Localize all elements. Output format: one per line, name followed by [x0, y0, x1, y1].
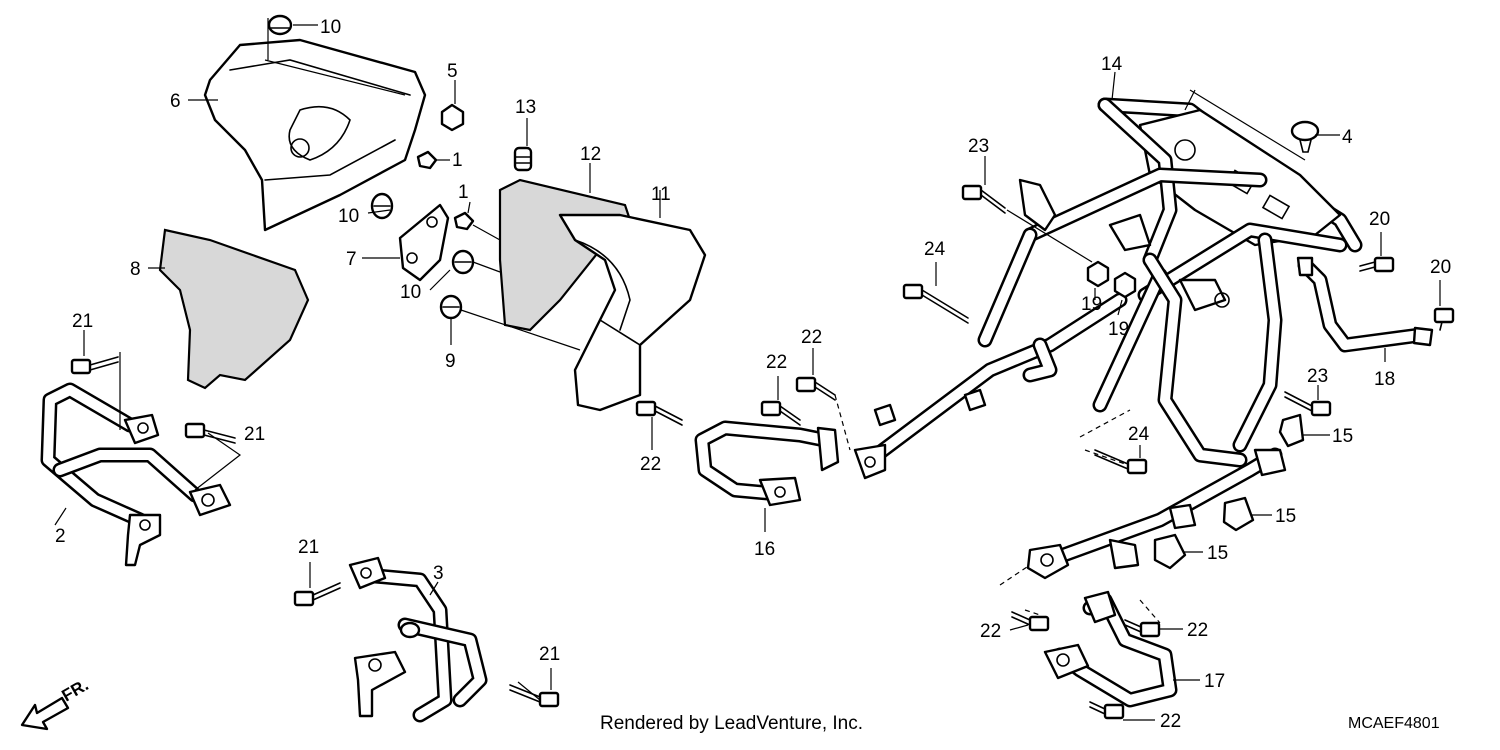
bolt-24-a[interactable]	[902, 283, 969, 324]
callout-21[interactable]: 21	[72, 311, 93, 332]
callout-15[interactable]: 15	[1332, 426, 1353, 447]
bolt-24-b[interactable]	[1094, 449, 1148, 475]
callout-20[interactable]: 20	[1369, 209, 1390, 230]
callout-5[interactable]: 5	[447, 61, 458, 82]
part-6-cover[interactable]	[203, 38, 427, 232]
callout-22[interactable]: 22	[1160, 711, 1181, 732]
leader-lines	[54, 18, 1441, 721]
callout-15[interactable]: 15	[1275, 506, 1296, 527]
callout-17[interactable]: 17	[1204, 671, 1225, 692]
callout-22[interactable]: 22	[766, 352, 787, 373]
callout-15[interactable]: 15	[1207, 543, 1228, 564]
callout-13[interactable]: 13	[515, 97, 536, 118]
bolt-21-b[interactable]	[184, 422, 236, 444]
part-11-cover[interactable]	[558, 213, 707, 412]
callout-19[interactable]: 19	[1081, 294, 1102, 315]
callout-24[interactable]: 24	[1128, 424, 1150, 445]
callout-20[interactable]: 20	[1430, 257, 1451, 278]
part-19-nut-a[interactable]	[1086, 260, 1110, 288]
callout-11[interactable]: 11	[651, 184, 671, 205]
callout-12[interactable]: 12	[580, 144, 601, 165]
callout-19[interactable]: 19	[1108, 319, 1129, 340]
bolt-20-a[interactable]	[1359, 256, 1395, 273]
part-5-nut[interactable]	[440, 103, 465, 132]
callout-4[interactable]: 4	[1342, 127, 1353, 148]
part-19-nut-b[interactable]	[1113, 271, 1137, 299]
callout-14[interactable]: 14	[1101, 54, 1123, 75]
callout-3[interactable]: 3	[433, 563, 444, 584]
callout-24[interactable]: 24	[924, 239, 946, 260]
callout-6[interactable]: 6	[170, 91, 181, 112]
bolt-22-e[interactable]	[1124, 619, 1161, 638]
part-1-clip-b[interactable]	[453, 211, 475, 231]
bolt-22-a[interactable]	[635, 400, 683, 426]
callout-10[interactable]: 10	[320, 17, 341, 38]
part-10-grommet-low[interactable]	[451, 249, 475, 275]
callout-22[interactable]: 22	[640, 454, 661, 475]
callout-21[interactable]: 21	[539, 644, 560, 665]
callout-10[interactable]: 10	[338, 206, 359, 227]
part-13-grommet[interactable]	[513, 146, 533, 172]
callout-22[interactable]: 22	[980, 621, 1001, 642]
callout-10[interactable]: 10	[400, 282, 421, 303]
callout-2[interactable]: 2	[55, 526, 66, 547]
callout-9[interactable]: 9	[445, 351, 456, 372]
bolt-23-a[interactable]	[961, 184, 1006, 214]
part-7-bracket[interactable]	[398, 203, 450, 282]
part-10-grommet-top[interactable]	[267, 14, 293, 36]
part-10-grommet-mid[interactable]	[370, 192, 394, 220]
bolt-22-d[interactable]	[1011, 611, 1050, 632]
callout-7[interactable]: 7	[346, 249, 357, 270]
callout-1[interactable]: 1	[452, 150, 463, 171]
part-8-pad[interactable]	[158, 228, 310, 390]
callouts: 10 6 5 13 1 12 1 11 10 7 10 8 9 21 21 2 …	[55, 17, 1451, 732]
part-2-guard[interactable]	[40, 382, 232, 567]
part-3-bracket[interactable]	[348, 556, 488, 723]
bolt-23-b[interactable]	[1284, 391, 1332, 417]
part-1-clip-a[interactable]	[416, 150, 438, 170]
part-15-mount-c[interactable]	[1153, 533, 1187, 570]
callout-22[interactable]: 22	[1187, 620, 1208, 641]
dashed-guides	[834, 394, 1161, 624]
part-15-mount-b[interactable]	[1222, 496, 1255, 532]
bolt-20-b[interactable]	[1433, 307, 1455, 331]
callout-8[interactable]: 8	[130, 259, 141, 280]
part-15-mount-a[interactable]	[1278, 413, 1305, 448]
bolt-22-c[interactable]	[795, 376, 836, 401]
bolt-21-c[interactable]	[293, 582, 341, 607]
callout-1[interactable]: 1	[458, 182, 469, 203]
diagram-code: MCAEF4801	[1348, 715, 1440, 732]
callout-23[interactable]: 23	[968, 136, 989, 157]
bolt-22-f[interactable]	[1089, 701, 1125, 720]
part-14-frame[interactable]	[853, 97, 1363, 580]
part-16-stay[interactable]	[694, 420, 840, 507]
part-18-stay[interactable]	[1296, 256, 1434, 353]
callout-21[interactable]: 21	[244, 424, 265, 445]
callout-16[interactable]: 16	[754, 539, 775, 560]
callout-22[interactable]: 22	[801, 327, 822, 348]
render-credit: Rendered by LeadVenture, Inc.	[600, 713, 864, 734]
part-17-stay[interactable]	[1043, 590, 1178, 708]
part-4-grommet[interactable]	[1290, 120, 1320, 153]
part-9-nut[interactable]	[439, 294, 463, 320]
bolt-21-a[interactable]	[70, 356, 119, 375]
callout-23[interactable]: 23	[1307, 366, 1328, 387]
callout-21[interactable]: 21	[298, 537, 319, 558]
callout-18[interactable]: 18	[1374, 369, 1395, 390]
front-direction-arrow: FR.	[20, 675, 92, 731]
bolt-22-b[interactable]	[760, 400, 801, 426]
